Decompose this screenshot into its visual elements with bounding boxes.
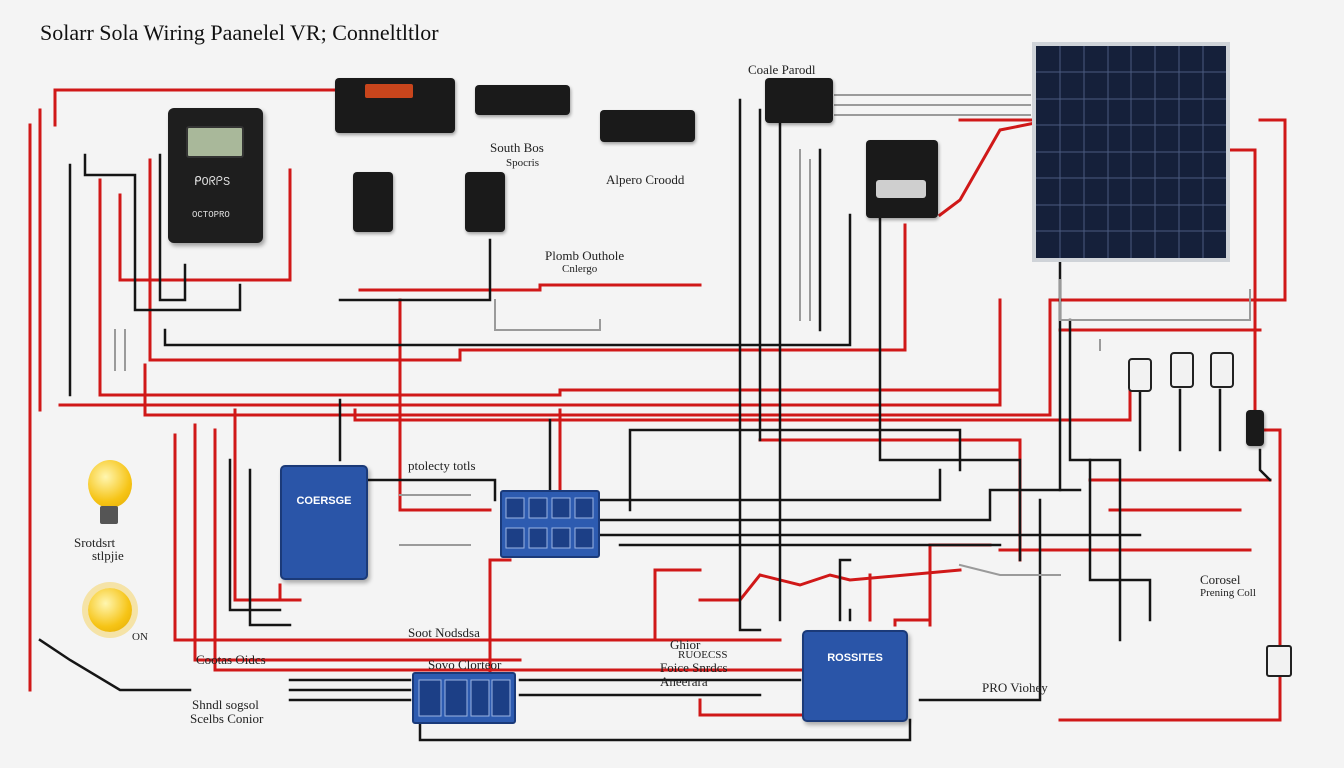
battery-switch-box bbox=[866, 140, 938, 218]
label-ptolecty-totls: ptolecty totls bbox=[408, 458, 476, 473]
label-shndl-sogsol: Shndl sogsol bbox=[192, 697, 259, 712]
label-spocris: Spocris bbox=[506, 157, 539, 169]
label-on: ON bbox=[132, 631, 148, 643]
label-corosel: Corosel bbox=[1200, 572, 1241, 587]
label-foice-snrdcs: Foice Snrdcs bbox=[660, 660, 728, 675]
label-scelbs-conior: Scelbs Conior bbox=[190, 711, 264, 726]
label-cnlergo: Cnlergo bbox=[562, 263, 598, 275]
inverter-right-label: ROSSITES bbox=[827, 652, 883, 664]
fuse-module-bottom bbox=[412, 672, 516, 724]
diagram-title: Solarr Sola Wiring Paanelel VR; Conneltl… bbox=[40, 20, 439, 45]
black-wires bbox=[38, 98, 1272, 742]
combiner-box bbox=[765, 78, 833, 123]
meter-3 bbox=[1210, 352, 1234, 388]
label-aneerara: Aneerara bbox=[660, 674, 708, 689]
label-cootas-oidcs: Cootas Oidcs bbox=[196, 652, 266, 667]
sun-icon bbox=[88, 588, 132, 632]
label-soot-nodsdsa: Soot Nodsdsa bbox=[408, 625, 480, 640]
fuse-module-mid bbox=[500, 490, 600, 558]
fuse-module-mid-cells bbox=[505, 497, 594, 549]
label-pro-viohey: PRO Viohey bbox=[982, 680, 1048, 695]
meter-2 bbox=[1170, 352, 1194, 388]
label-ghior: Ghior bbox=[670, 637, 701, 652]
inverter-left-label: COERSGE bbox=[296, 495, 352, 507]
gray-wires bbox=[114, 94, 1251, 576]
top-middle-connector-block bbox=[475, 85, 570, 115]
label-plomb-outhole: Plomb Outhole bbox=[545, 248, 625, 263]
inverter-left: COERSGE bbox=[280, 465, 368, 580]
controller-display bbox=[186, 126, 244, 158]
solar-panel bbox=[1032, 42, 1230, 262]
label-prening-coll: Prening Coll bbox=[1200, 587, 1256, 599]
fuse-module-bottom-cells bbox=[418, 679, 511, 717]
controller-model-text: ᑭOᖇᑭS bbox=[194, 175, 231, 189]
label-alpero-croodd: Alpero Croodd bbox=[606, 172, 685, 187]
red-wires bbox=[28, 88, 1287, 722]
controller-brand-text: OCTOPRO bbox=[192, 210, 230, 220]
solar-panel-cells bbox=[1036, 46, 1226, 258]
meter-1 bbox=[1128, 358, 1152, 392]
top-left-connector-block bbox=[335, 78, 455, 133]
inverter-right: ROSSITES bbox=[802, 630, 908, 722]
small-relay bbox=[1246, 410, 1264, 446]
top-right-connector-block bbox=[600, 110, 695, 142]
breaker-left bbox=[353, 172, 393, 232]
meter-bottom-right bbox=[1266, 645, 1292, 677]
charge-controller: ᑭOᖇᑭS OCTOPRO bbox=[168, 108, 263, 243]
label-stlpjie: stlpjie bbox=[92, 548, 124, 563]
label-coale-parodl: Coale Parodl bbox=[748, 62, 816, 77]
label-srotdsrt: Srotdsrt bbox=[74, 535, 116, 550]
bulb-icon bbox=[88, 460, 132, 508]
label-ruoecss: RUOECSS bbox=[678, 649, 728, 661]
bulb-base bbox=[100, 506, 118, 524]
label-south-bos: South Bos bbox=[490, 140, 544, 155]
label-sovo-clorteor: Sovo Clorteor bbox=[428, 657, 502, 672]
breaker-right bbox=[465, 172, 505, 232]
